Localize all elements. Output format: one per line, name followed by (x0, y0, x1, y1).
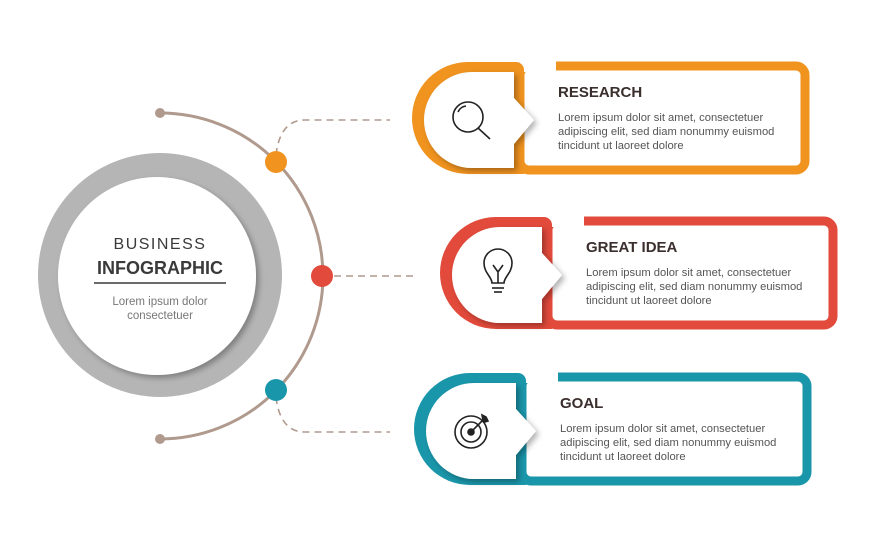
step-card-goal: GOAL Lorem ipsum dolor sit amet, consect… (414, 369, 812, 486)
step-text-line: adipiscing elit, sed diam nonummy euismo… (558, 126, 774, 138)
center-subtitle-line2: consectetuer (127, 310, 193, 322)
center-badge: BUSINESS INFOGRAPHIC Lorem ipsum dolor c… (38, 153, 282, 397)
step-dot-red (311, 265, 333, 287)
dashed-connector (275, 396, 390, 433)
magnifier-icon (452, 101, 491, 140)
arc-end-dot (155, 108, 165, 118)
arc-end-dot (155, 434, 165, 444)
step-title: GREAT IDEA (586, 239, 678, 256)
step-dot-orange (265, 151, 287, 173)
step-text-line: adipiscing elit, sed diam nonummy euismo… (586, 281, 802, 293)
step-text-line: Lorem ipsum dolor sit amet, consectetuer (586, 267, 791, 279)
dashed-connector (275, 119, 390, 156)
step-text-line: Lorem ipsum dolor sit amet, consectetuer (560, 423, 765, 435)
center-title-line2: INFOGRAPHIC (97, 258, 223, 278)
step-text-line: Lorem ipsum dolor sit amet, consectetuer (558, 112, 763, 124)
center-title-line1: BUSINESS (114, 236, 207, 253)
step-title: GOAL (560, 395, 603, 412)
white-disc (58, 177, 256, 375)
center-subtitle-line1: Lorem ipsum dolor (112, 296, 207, 308)
step-card-research: RESEARCH Lorem ipsum dolor sit amet, con… (412, 58, 810, 175)
step-text-line: tincidunt ut laoreet dolore (558, 140, 684, 152)
lightbulb-icon (483, 248, 513, 293)
step-title: RESEARCH (558, 84, 642, 101)
step-card-great-idea: GREAT IDEA Lorem ipsum dolor sit amet, c… (440, 213, 838, 330)
step-text-line: tincidunt ut laoreet dolore (586, 295, 712, 307)
step-dot-teal (265, 379, 287, 401)
step-text-line: adipiscing elit, sed diam nonummy euismo… (560, 437, 776, 449)
connector-arc (155, 108, 415, 444)
step-text-line: tincidunt ut laoreet dolore (560, 451, 686, 463)
target-icon (454, 413, 490, 449)
